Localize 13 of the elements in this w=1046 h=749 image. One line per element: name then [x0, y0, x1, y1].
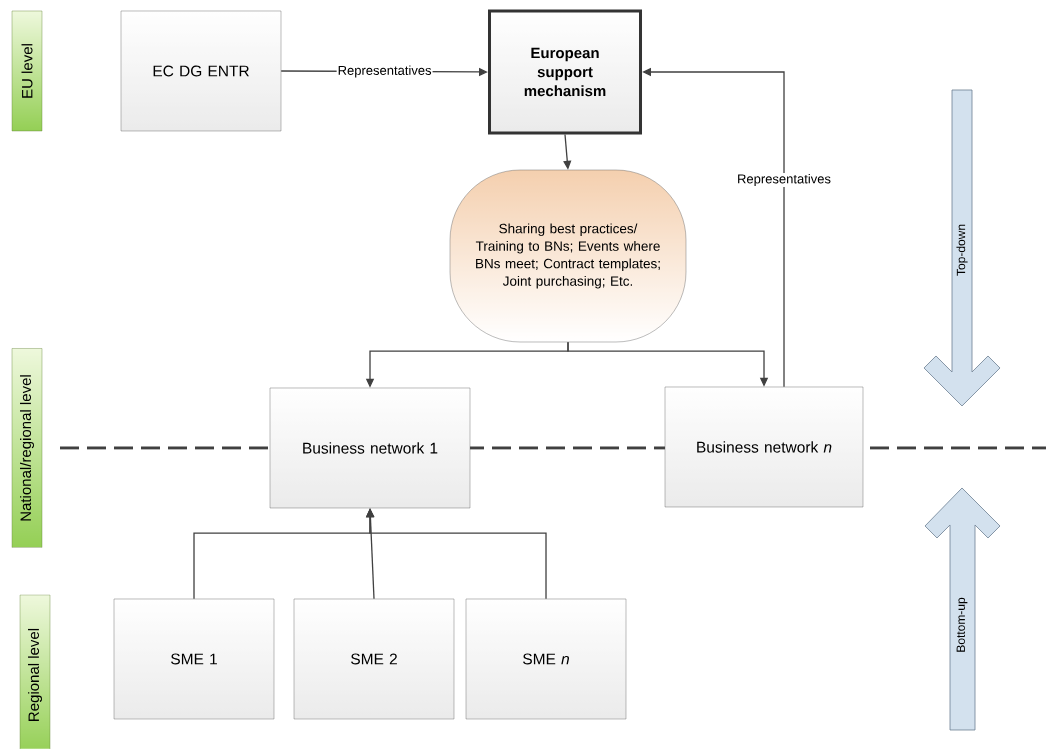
level-band: EU level: [11, 10, 43, 132]
process-box: EC DG ENTR: [120, 10, 282, 132]
level-band: National/regional level: [11, 348, 43, 548]
level-band: Regional level: [19, 594, 51, 749]
process-box: SME 2: [293, 598, 455, 720]
process-box: European support mechanism: [488, 9, 642, 135]
process-box: Business network n: [664, 386, 864, 508]
process-box: Business network 1: [269, 387, 471, 509]
process-box: SME 1: [113, 598, 275, 720]
activity-bubble: Sharing best practices/ Training to BNs; Events where BNs meet; Contract templates; Joint purchasing; Etc.: [449, 169, 687, 343]
process-box: SME n: [465, 598, 627, 720]
edge-label: Representatives: [736, 172, 832, 188]
edge-label: Representatives: [336, 64, 433, 79]
